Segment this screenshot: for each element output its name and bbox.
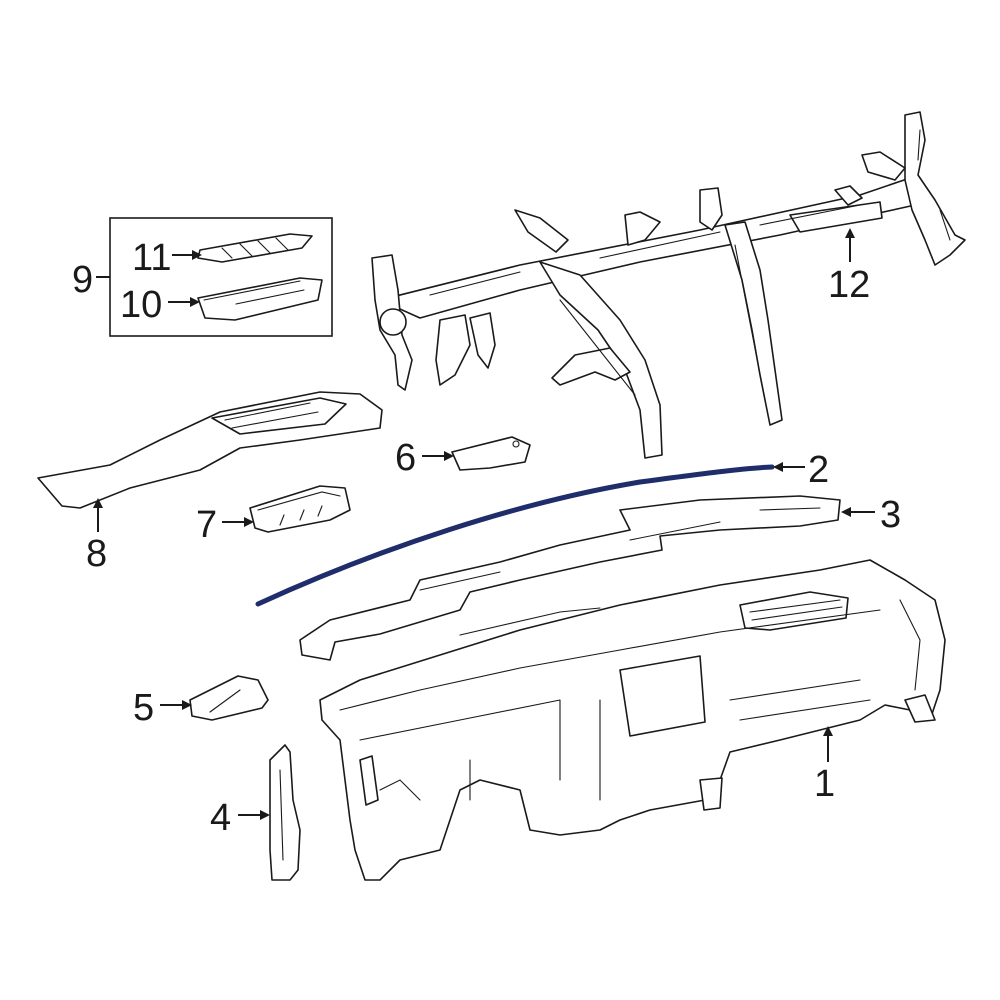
side-trim-part [269,744,301,881]
callout-5: 5 [133,687,154,729]
callout-2: 2 [808,449,829,491]
cross-car-beam-part [371,111,966,459]
upper-pad-part [299,495,841,661]
seal-strip-part [255,464,775,607]
callout-6: 6 [395,437,416,479]
callout-12: 12 [828,264,870,306]
callout-3: 3 [880,494,901,536]
callout-7: 7 [196,504,217,546]
callout-8: 8 [86,533,107,575]
callout-9: 9 [72,259,93,301]
storage-bin-part [249,485,351,533]
callouts: 1 2 3 4 5 6 7 8 9 10 11 12 [72,228,901,839]
kit-box-9 [109,217,333,337]
instrument-panel-part [319,559,946,881]
callout-1: 1 [814,763,835,805]
callout-10: 10 [120,284,162,326]
tray-part-10 [197,277,323,321]
upper-trim-panel-part [37,391,383,509]
insert-part-11 [197,233,313,263]
callout-11: 11 [132,237,171,279]
side-pad-part [189,675,269,721]
small-cover-part [451,436,531,471]
callout-4: 4 [210,797,231,839]
